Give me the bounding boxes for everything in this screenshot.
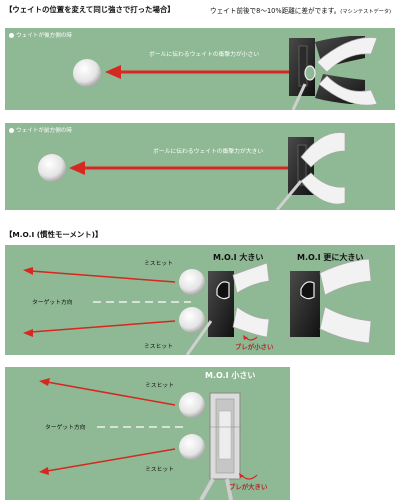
deviation-arrow-bottom	[23, 320, 176, 337]
section1-note: ウェイト前後で8〜10%距離に差がでます。(マシンテストデータ)	[210, 5, 391, 15]
panel-moi-low: ミスヒット M.O.I 小さい ターゲット方向 ミスヒット ブレが大きい	[5, 367, 290, 500]
panel-rear-tag: ウェイトが後方側の時	[9, 31, 72, 39]
golf-ball	[38, 154, 66, 182]
putter-head-icon	[275, 132, 346, 210]
moi-low-mishit-top: ミスヒット	[145, 383, 174, 389]
panel-rear-tag-text: ウェイトが後方側の時	[16, 33, 72, 39]
golf-ball-bottom	[179, 434, 205, 460]
moi-low-blur-label: ブレが大きい	[229, 483, 268, 491]
moi-low-mishit-bottom: ミスヒット	[145, 467, 174, 473]
impact-arrow	[69, 161, 290, 175]
section1-note-main: ウェイト前後で8〜10%距離に差がでます。	[210, 7, 341, 15]
moi-big-label: M.O.I 大きい	[213, 253, 264, 262]
golf-ball-top	[179, 269, 205, 295]
section2-title: 【M.O.I (慣性モーメント)】	[5, 230, 103, 239]
moi-high-blur-label: ブレが小さい	[235, 343, 274, 351]
deviation-arrow-bottom	[39, 448, 176, 475]
blur-small-arrow	[243, 335, 258, 341]
blur-large-arrow	[239, 473, 258, 480]
putter-head-big-icon	[185, 262, 270, 355]
panel-rear-caption: ボールに伝わるウェイトの衝撃力が小さい	[149, 52, 260, 58]
putter-head-bigger-icon	[290, 258, 372, 344]
moi-low-target-label: ターゲット方向	[45, 425, 86, 431]
panel-moi-high-illustration	[23, 258, 372, 355]
moi-high-target-label: ターゲット方向	[32, 300, 73, 306]
panel-rear-illustration	[73, 36, 378, 110]
section1-title: 【ウェイトの位置を変えて同じ強さで打った場合】	[5, 5, 175, 14]
bullet-icon	[9, 32, 14, 38]
deviation-arrow-top	[39, 378, 176, 406]
golf-ball-top	[179, 392, 205, 418]
moi-high-mishit-bottom: ミスヒット	[144, 344, 173, 350]
panel-front-tag: ウェイトが前方側の時	[9, 126, 72, 134]
panel-moi-high: ミスヒット ターゲット方向 ミスヒット M.O.I 大きい M.O.I 更に大き…	[5, 245, 395, 355]
impact-arrow	[105, 65, 291, 79]
moi-high-mishit-top: ミスヒット	[144, 261, 173, 267]
panel-front-caption: ボールに伝わるウェイトの衝撃力が大きい	[153, 149, 264, 155]
deviation-arrow-top	[23, 267, 176, 283]
panel-weight-rear: ウェイトが後方側の時 ボールに伝わるウェイトの衝撃力が小さい	[5, 28, 395, 110]
putter-head-icon	[289, 36, 378, 110]
panel-front-tag-text: ウェイトが前方側の時	[16, 128, 72, 134]
panel-weight-front: ウェイトが前方側の時 ボールに伝わるウェイトの衝撃力が大きい	[5, 123, 395, 210]
moi-small-label: M.O.I 小さい	[205, 371, 256, 380]
golf-ball	[73, 59, 101, 87]
bullet-icon	[9, 127, 14, 133]
blade-putter-icon	[199, 392, 241, 500]
golf-ball-bottom	[179, 307, 205, 333]
section1-note-small: (マシンテストデータ)	[340, 9, 392, 15]
moi-bigger-label: M.O.I 更に大きい	[297, 253, 364, 262]
panel-front-illustration	[38, 132, 346, 210]
panel-moi-low-illustration	[39, 378, 258, 500]
